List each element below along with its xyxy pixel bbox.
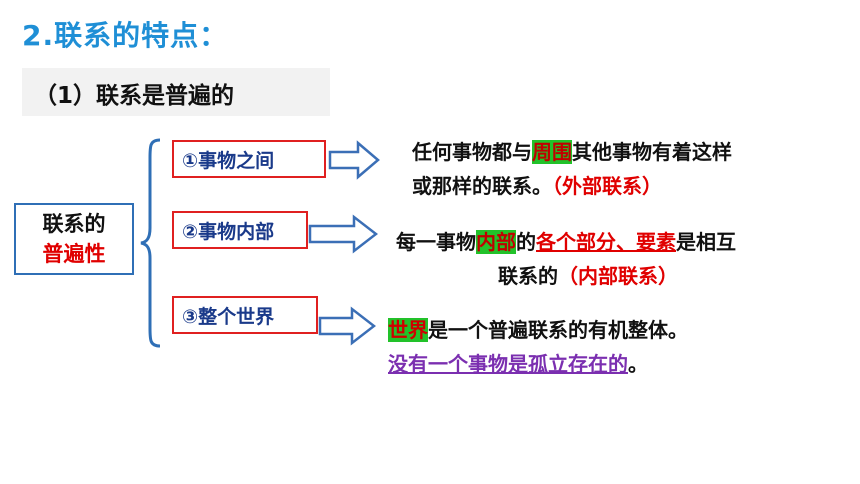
item-label: ①事物之间 — [182, 149, 275, 172]
desc3-line1: 世界是一个普遍联系的有机整体。 — [388, 318, 688, 342]
parts-elements: 各个部分、要素 — [536, 230, 676, 254]
desc1-line1: 任何事物都与周围其他事物有着这样 — [412, 140, 732, 164]
external-link-tag: （外部联系） — [552, 174, 662, 198]
desc2-line1: 每一事物内部的各个部分、要素是相互 — [396, 230, 736, 254]
subtitle-banner — [22, 68, 330, 116]
desc2-line2: 联系的（内部联系） — [498, 264, 678, 288]
no-isolated-thing: 没有一个事物是孤立存在的 — [388, 352, 628, 376]
right-arrow-icon — [328, 140, 380, 180]
item-label: ③整个世界 — [182, 305, 275, 328]
desc1-line2: 或那样的联系。（外部联系） — [412, 174, 662, 198]
highlight-world: 世界 — [388, 318, 428, 342]
internal-link-tag: （内部联系） — [558, 264, 678, 288]
desc3-line2: 没有一个事物是孤立存在的。 — [388, 352, 648, 376]
right-arrow-icon — [318, 306, 376, 346]
page-title: 2.联系的特点： — [22, 19, 229, 52]
highlight-surroundings: 周围 — [532, 140, 572, 164]
item-label: ②事物内部 — [182, 220, 275, 243]
main-concept-line2: 普遍性 — [42, 242, 106, 266]
main-concept-box: 联系的 普遍性 — [14, 203, 134, 275]
item-whole-world: ③整个世界 — [172, 296, 318, 334]
item-inside-things: ②事物内部 — [172, 211, 308, 249]
highlight-inside: 内部 — [476, 230, 516, 254]
right-arrow-icon — [308, 214, 378, 254]
main-concept-line1: 联系的 — [42, 212, 106, 236]
subtitle: （1）联系是普遍的 — [34, 83, 235, 109]
item-between-things: ①事物之间 — [172, 140, 326, 178]
curly-brace-icon — [140, 138, 161, 348]
